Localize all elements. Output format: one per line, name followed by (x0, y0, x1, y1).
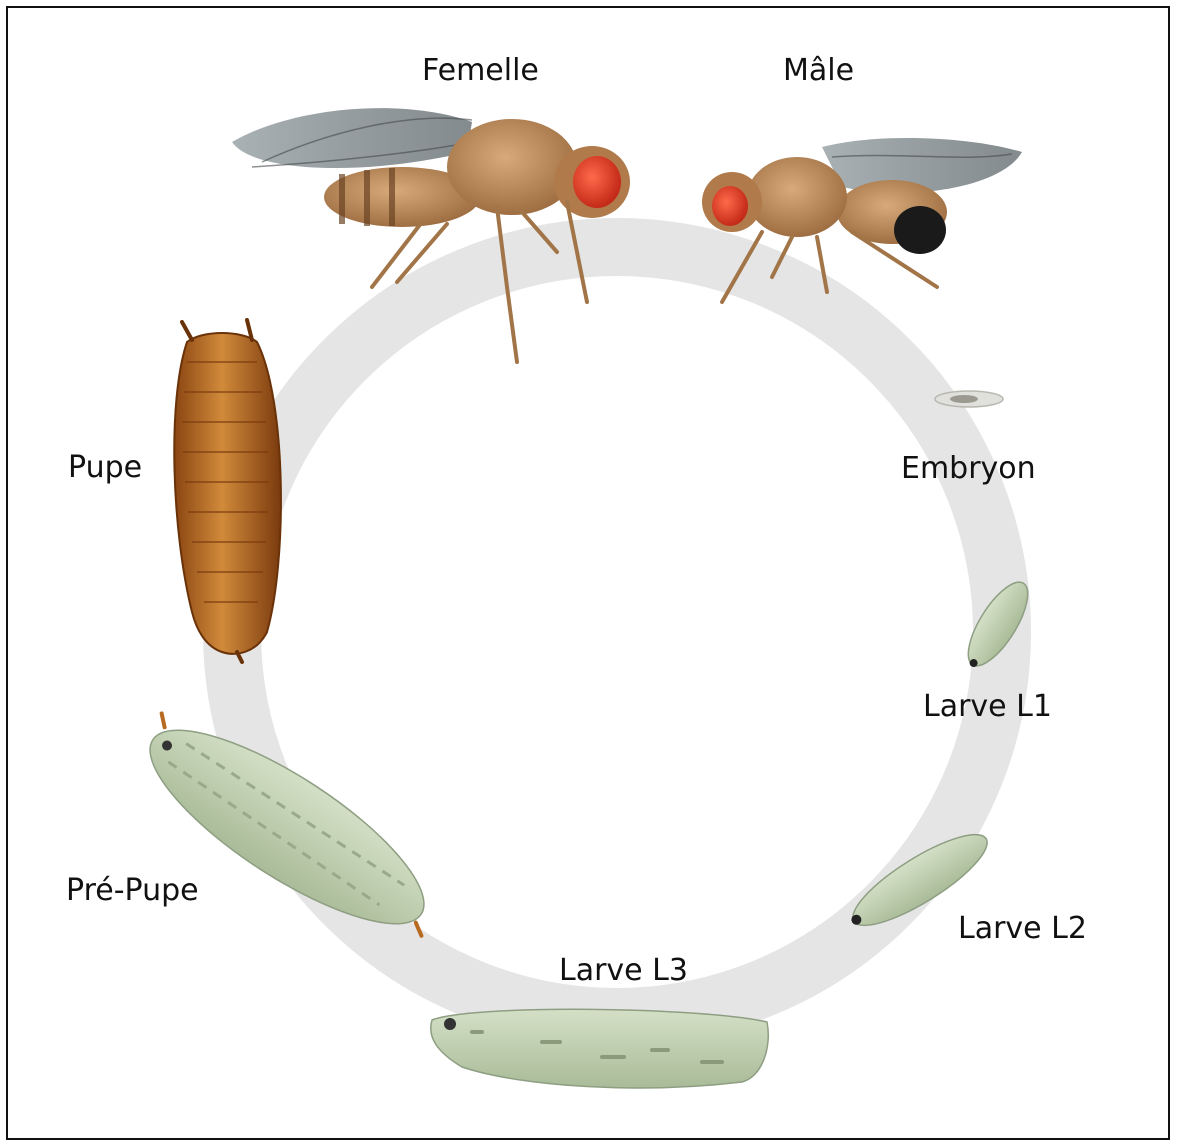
label-larva-l3: Larve L3 (559, 956, 688, 986)
larva-l3-icon (431, 1009, 769, 1088)
label-male: Mâle (783, 56, 854, 86)
pupa-icon (174, 320, 281, 662)
embryo-icon (935, 391, 1003, 407)
diagram-frame: Femelle Mâle Embryon Larve L1 Larve L2 L… (6, 6, 1170, 1140)
label-prepupa: Pré-Pupe (66, 876, 199, 906)
label-pupa: Pupe (68, 453, 142, 483)
label-larva-l1: Larve L1 (923, 692, 1052, 722)
label-larva-l2: Larve L2 (958, 914, 1087, 944)
label-female: Femelle (422, 56, 539, 86)
prepupa-icon (120, 694, 459, 962)
label-embryo: Embryon (901, 454, 1036, 484)
